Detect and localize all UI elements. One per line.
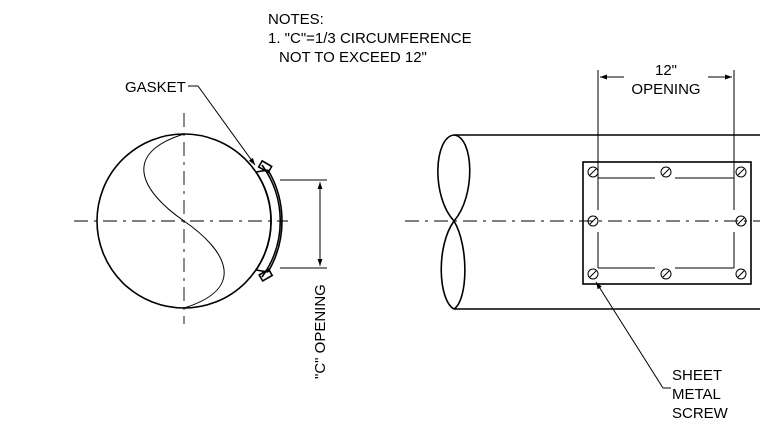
note-1-line-2: NOT TO EXCEED 12": [279, 49, 427, 66]
door-panel-arc: [267, 169, 283, 273]
screw-icon: [735, 166, 747, 178]
duct-elevation-view: 12" OPENING SHEET METAL SCREW: [405, 62, 760, 422]
sheet-metal-screws: [587, 166, 747, 280]
screw-icon: [587, 215, 599, 227]
gasket-inner-arc: [255, 171, 272, 271]
notes-heading: NOTES:: [268, 11, 324, 28]
duct-section-view: GASKET "C" OPENING: [74, 79, 329, 379]
screw-icon: [587, 268, 599, 280]
screw-icon: [660, 268, 672, 280]
gasket-label: GASKET: [125, 79, 186, 96]
width-dim-label: OPENING: [631, 81, 700, 98]
screw-icon: [735, 268, 747, 280]
access-door-outer-frame: [582, 161, 752, 285]
screw-icon: [660, 166, 672, 178]
duct-break-symbol: [437, 134, 471, 310]
door-bottom-screw-head: [258, 268, 274, 283]
door-top-screw-head: [257, 159, 273, 174]
screw-leader-diagonal: [595, 281, 664, 389]
screw-label-line-2: METAL: [672, 386, 721, 403]
notes-block: NOTES: 1. "C"=1/3 CIRCUMFERENCE NOT TO E…: [268, 11, 472, 66]
c-opening-label: "C" OPENING: [312, 284, 329, 379]
gasket-outer-arc: [261, 164, 281, 278]
gasket-leader-diagonal: [197, 85, 256, 166]
screw-icon: [587, 166, 599, 178]
screw-icon: [735, 215, 747, 227]
note-1-line-1: 1. "C"=1/3 CIRCUMFERENCE: [268, 30, 472, 47]
width-dim-value: 12": [655, 62, 677, 79]
screw-label-line-3: SCREW: [672, 405, 729, 422]
screw-label-line-1: SHEET: [672, 367, 722, 384]
